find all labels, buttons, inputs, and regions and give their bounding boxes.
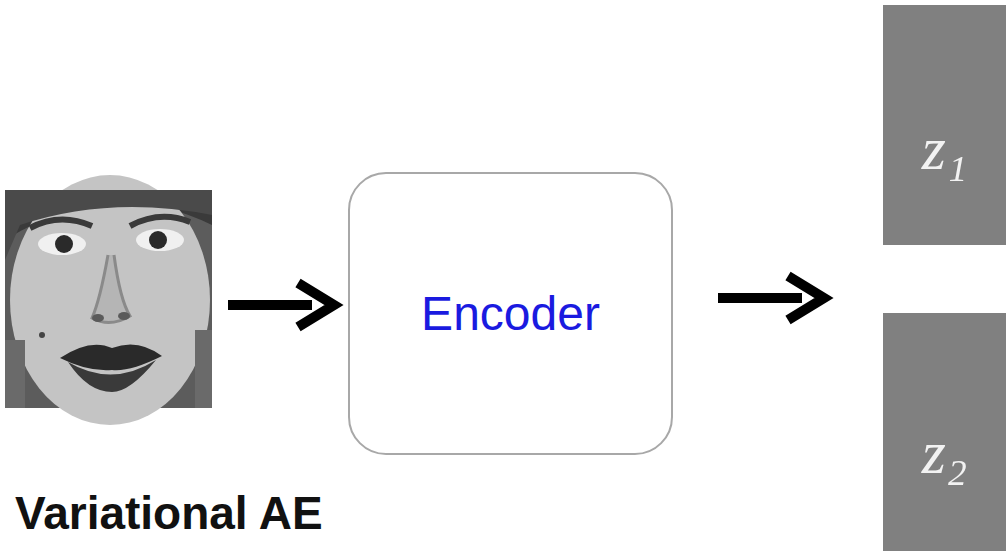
encoder-box: Encoder [348, 172, 673, 455]
node-text: z₁ [922, 117, 968, 179]
latent-box: z₂ [883, 313, 1006, 551]
flow-arrow [228, 283, 334, 327]
diagram-caption: Variational AE [15, 486, 323, 540]
latent-box: z₁ [883, 5, 1006, 245]
face-photo [5, 175, 212, 425]
node-text: Encoder [421, 286, 600, 341]
flow-arrow [718, 276, 824, 320]
node-text: z₂ [922, 421, 968, 483]
